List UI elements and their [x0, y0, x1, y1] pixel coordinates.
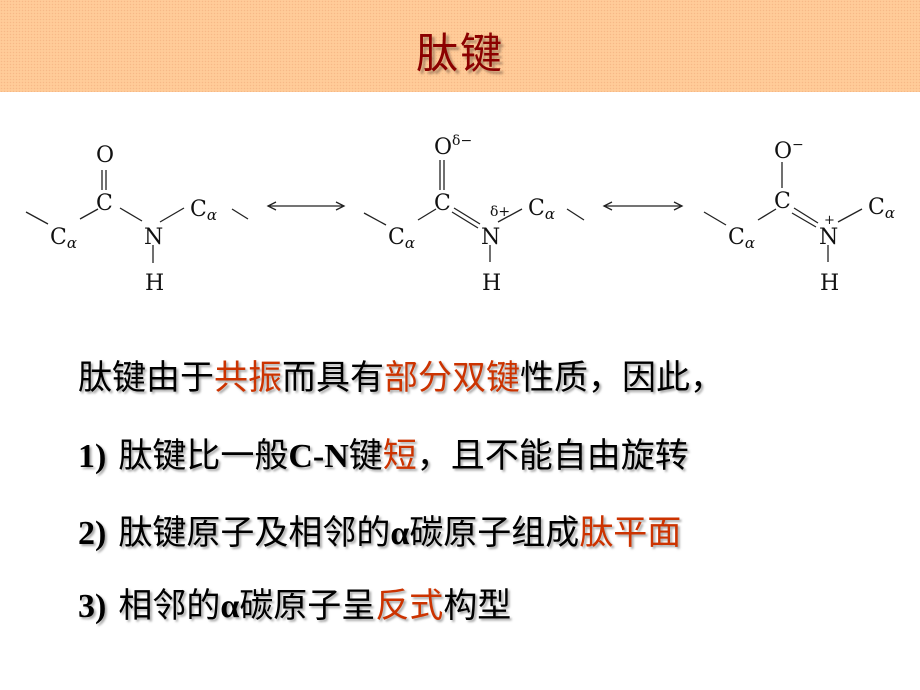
highlight-trans: 反式	[375, 586, 444, 626]
carbonyl-carbon-label: C	[96, 191, 113, 216]
svg-text:Oδ−: Oδ−	[434, 133, 472, 160]
highlight-resonance: 共振	[214, 358, 282, 398]
svg-text:H: H	[820, 271, 839, 296]
point-1: 1)肽键比一般C-N键短，且不能自由旋转	[78, 436, 689, 476]
svg-text:Cα: Cα	[728, 225, 755, 252]
highlight-short: 短	[382, 436, 417, 476]
oxygen-label: O	[96, 143, 114, 168]
svg-text:Cα: Cα	[528, 196, 555, 223]
hydrogen-label: H	[145, 271, 164, 296]
point-2: 2)肽键原子及相邻的α碳原子组成肽平面	[78, 513, 682, 553]
intro-line: 肽键由于共振而具有部分双键性质，因此，	[78, 358, 724, 398]
svg-text:Cα: Cα	[388, 225, 415, 252]
peptide-resonance-structures: O C N H Cα Cα Oδ− C δ+ N H Cα Cα O− C + …	[25, 133, 895, 296]
point-3: 3)相邻的α碳原子呈反式构型	[78, 586, 512, 626]
svg-text:δ+: δ+	[490, 204, 510, 220]
highlight-partial-double-bond: 部分双键	[384, 358, 520, 398]
svg-text:Cα: Cα	[190, 197, 217, 224]
resonance-diagram: O C N H Cα Cα Oδ− C δ+ N H Cα Cα O− C + …	[0, 120, 920, 310]
svg-text:C: C	[774, 189, 791, 214]
svg-text:H: H	[482, 271, 501, 296]
svg-text:N: N	[819, 225, 838, 250]
highlight-peptide-plane: 肽平面	[579, 513, 682, 553]
slide-title: 肽键	[415, 29, 504, 78]
svg-text:O−: O−	[774, 137, 804, 164]
title-band: 肽键	[0, 0, 920, 92]
svg-text:Cα: Cα	[868, 195, 895, 222]
svg-text:N: N	[481, 225, 500, 250]
nitrogen-label: N	[144, 225, 163, 250]
svg-text:C: C	[434, 191, 451, 216]
svg-text:Cα: Cα	[50, 225, 77, 252]
svg-text:+: +	[824, 213, 835, 228]
